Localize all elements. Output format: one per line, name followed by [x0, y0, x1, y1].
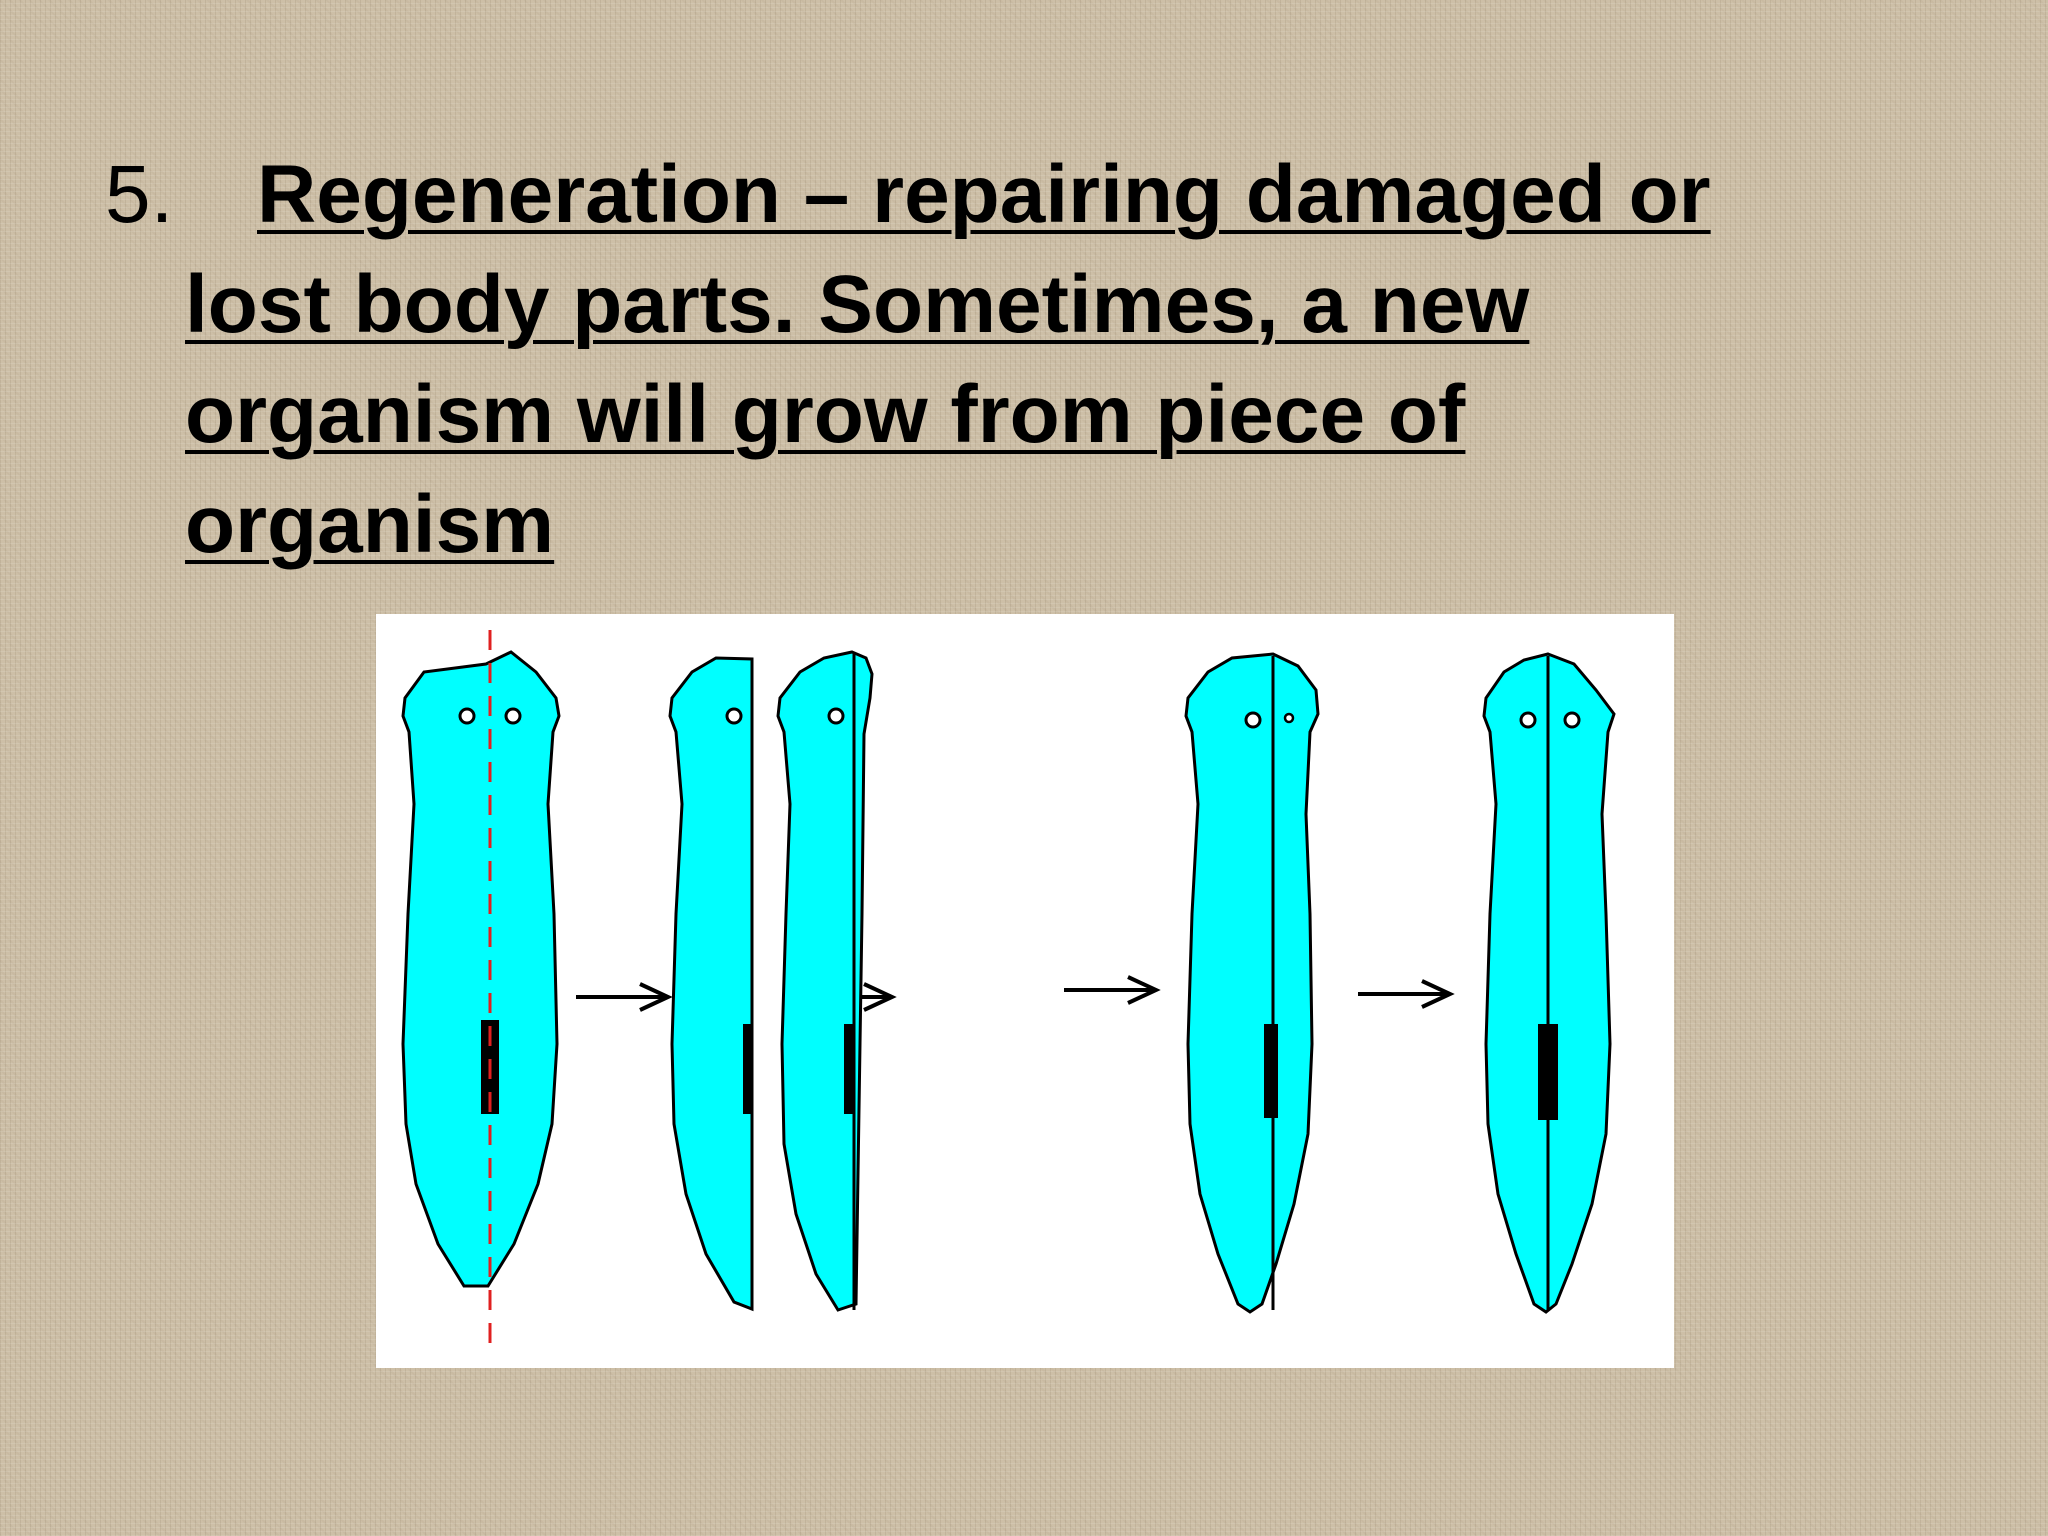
planarian-regrowing-early-eye — [827, 707, 845, 725]
planarian-regrowing-early — [776, 650, 874, 1312]
planarian-whole-eye-right — [504, 707, 522, 725]
planarian-regenerated-eye-right — [1563, 711, 1581, 729]
planarian-regeneration-figure — [376, 614, 1674, 1368]
planarian-regrowing-late — [1184, 652, 1320, 1314]
planarian-half-pharynx — [743, 1024, 753, 1114]
planarian-whole-body — [401, 650, 561, 1288]
planarian-whole — [401, 630, 561, 1344]
bullet-point: 5. Regeneration – repairing damaged or l… — [105, 140, 1905, 580]
planarian-regrowing-late-eye-right — [1283, 712, 1295, 724]
planarian-half-eye — [725, 707, 743, 725]
planarian-regrowing-late-eye-left — [1244, 711, 1262, 729]
bullet-line-4-text: organism — [185, 479, 555, 570]
planarian-regenerated-eye-left — [1519, 711, 1537, 729]
planarian-regenerated-pharynx — [1538, 1024, 1558, 1120]
bullet-number: 5. — [105, 149, 174, 240]
bullet-line-4: organism — [185, 470, 1905, 580]
bullet-line-3: organism will grow from piece of — [185, 360, 1905, 470]
bullet-line-1-text: Regeneration – repairing damaged or — [257, 149, 1711, 240]
planarian-regrowing-early-body — [776, 650, 874, 1312]
bullet-line-1: Regeneration – repairing damaged or — [105, 140, 1905, 250]
planarian-regrowing-late-pharynx — [1264, 1024, 1278, 1118]
arrow-3 — [1064, 975, 1161, 1005]
planarian-half — [668, 656, 754, 1312]
planarian-regrowing-early-pharynx — [844, 1024, 854, 1114]
regeneration-diagram — [401, 630, 1616, 1344]
arrow-1 — [576, 982, 673, 1012]
planarian-whole-eye-left — [458, 707, 476, 725]
arrow-4 — [1358, 979, 1455, 1009]
bullet-line-2-text: lost body parts. Sometimes, a new — [185, 259, 1530, 350]
planarian-regenerated — [1482, 652, 1616, 1314]
bullet-line-3-text: organism will grow from piece of — [185, 369, 1466, 460]
bullet-text: Regeneration – repairing damaged or lost… — [185, 140, 1905, 580]
planarian-half-body — [668, 656, 754, 1312]
planarian-regrowing-late-body — [1184, 652, 1320, 1314]
bullet-line-2: lost body parts. Sometimes, a new — [185, 250, 1905, 360]
